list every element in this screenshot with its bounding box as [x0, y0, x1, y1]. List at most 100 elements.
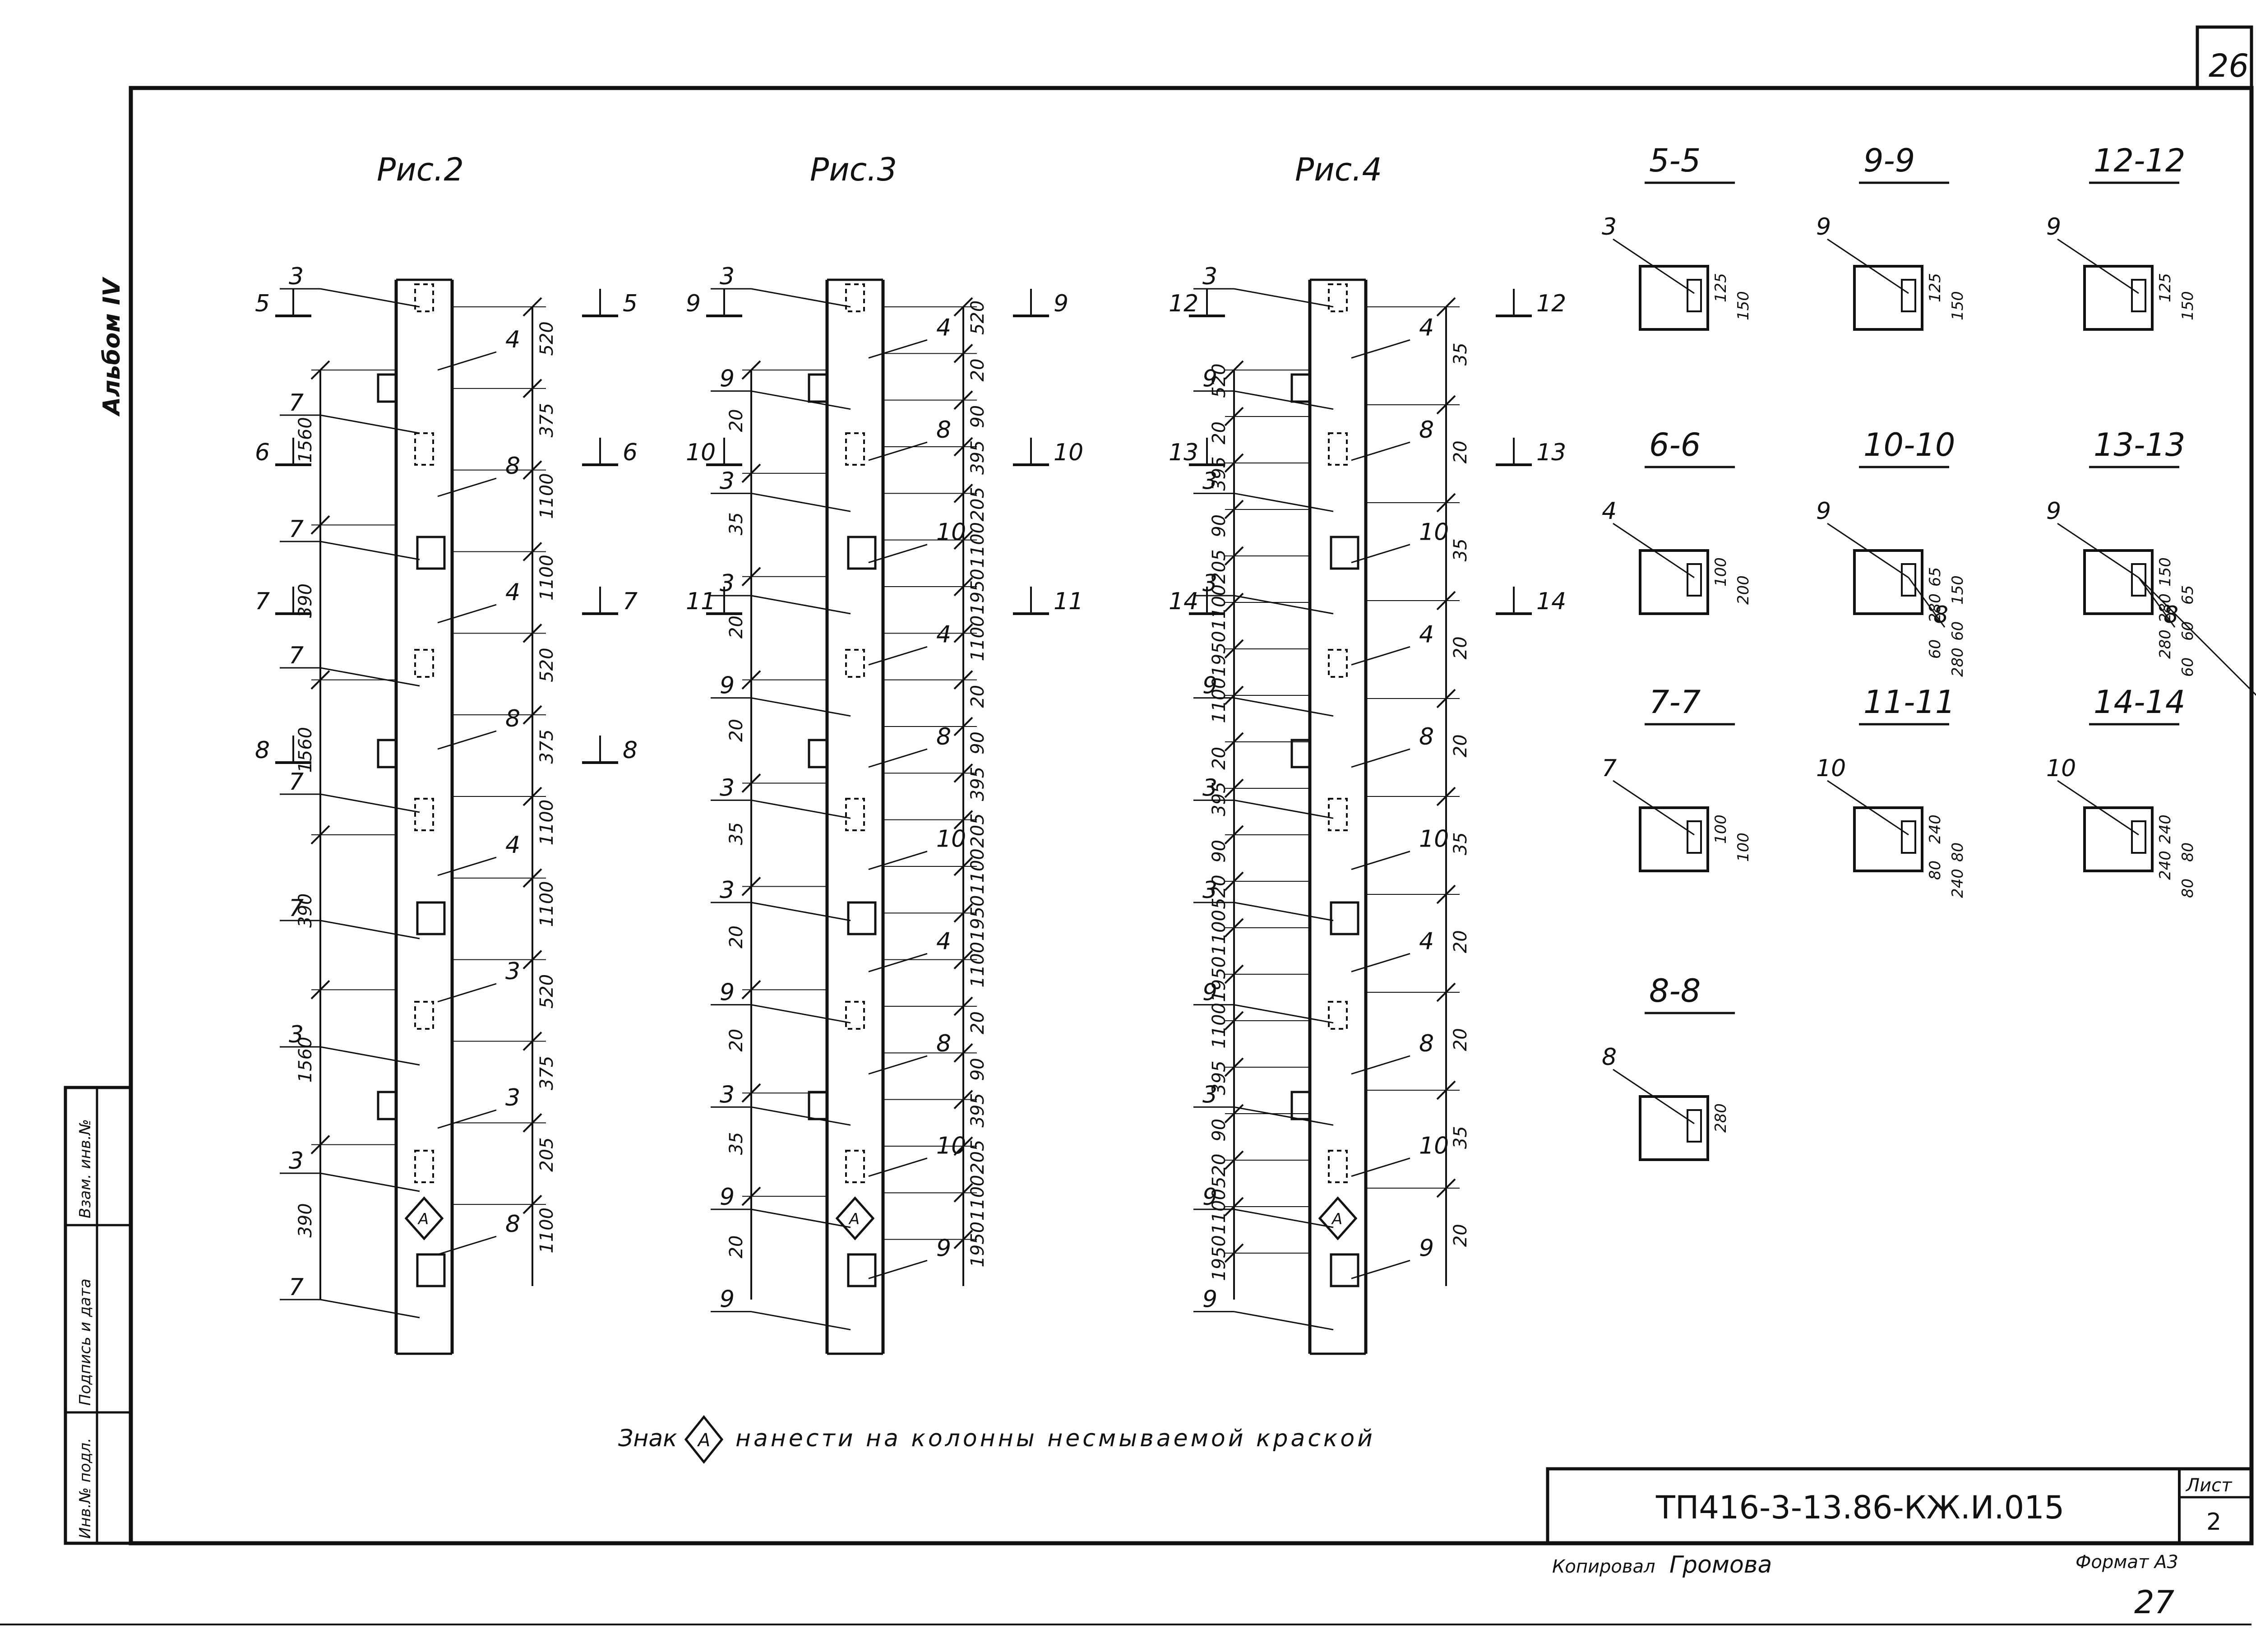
section-dimension: 150 — [2179, 291, 2197, 320]
section-dimension: 60 — [1926, 639, 1944, 659]
section-mark: 10 — [2046, 755, 2076, 782]
section-title: 6-6 — [1649, 426, 1701, 463]
fig2-title: Рис.2 — [377, 151, 464, 188]
section-dimension: 200 — [1734, 575, 1752, 605]
section-dimension: 100 — [1712, 557, 1730, 587]
position-mark: 4 — [936, 621, 951, 648]
section-embedded-part — [2131, 820, 2146, 854]
leader-line — [868, 441, 928, 461]
console — [1290, 373, 1311, 403]
leader-line — [868, 1055, 928, 1075]
dimension-value: 205 — [1209, 549, 1230, 583]
section-embedded-part — [1901, 279, 1916, 312]
dimension-value: 1100 — [536, 1208, 557, 1254]
embedded-part-dashed — [1328, 432, 1348, 466]
position-mark: 10 — [936, 519, 966, 546]
position-mark: 3 — [505, 1084, 520, 1111]
section-leader — [2138, 577, 2176, 628]
position-mark: 9 — [720, 979, 735, 1006]
position-mark: 10 — [936, 1133, 966, 1160]
position-mark: 3 — [1202, 263, 1217, 290]
section-dimension: 240 — [1949, 869, 1967, 898]
stamp-label-3: Взам. инв.№ — [76, 1119, 94, 1218]
dimension-value: 1100 — [536, 555, 557, 601]
album-label: Альбом IV — [98, 277, 125, 417]
dimension-value: 1100 — [1209, 584, 1230, 630]
embedded-part-dashed — [1328, 798, 1348, 831]
leader-line — [751, 799, 851, 819]
section-label: 14 — [1536, 588, 1566, 615]
leader-line — [437, 477, 497, 497]
dimension-value: 375 — [536, 403, 557, 437]
column-figure-3: 5202090395205110019501100209039520511001… — [686, 263, 1083, 1355]
section-label: 9 — [686, 290, 701, 317]
position-mark: 9 — [1202, 366, 1217, 393]
position-mark: 8 — [936, 416, 951, 444]
section-dimension: 80 — [2179, 842, 2197, 862]
dimension-value: 205 — [536, 1137, 557, 1171]
section-outline — [1853, 549, 1923, 615]
dimension-value: 1100 — [1209, 677, 1230, 723]
dimension-value: 1950 — [1209, 1235, 1230, 1281]
section-outline — [1639, 549, 1709, 615]
dimension-value: 1100 — [967, 615, 988, 662]
dimension-value: 20 — [726, 1029, 747, 1052]
section-label: 11 — [1054, 588, 1083, 615]
section-dimension: 65 — [2179, 585, 2197, 605]
embedded-part-dashed — [845, 798, 865, 831]
section-label: 13 — [1536, 439, 1566, 466]
leader-line — [1351, 544, 1410, 564]
mark-a-diamond — [1318, 1196, 1358, 1240]
embedded-plate — [416, 901, 446, 935]
position-mark: 3 — [1202, 467, 1217, 495]
section-label: 12 — [1536, 290, 1566, 317]
embedded-plate — [1330, 901, 1359, 935]
section-leader — [1827, 780, 1909, 836]
section-outline — [1853, 806, 1923, 872]
section-title: 9-9 — [1863, 142, 1915, 179]
section-leader — [1827, 523, 1909, 578]
embedded-part-dashed — [414, 1150, 434, 1183]
leader-line — [1351, 1055, 1410, 1075]
position-mark: 9 — [1202, 979, 1217, 1006]
console — [808, 373, 828, 403]
section-leader — [1908, 577, 1946, 628]
position-mark: 9 — [1202, 1286, 1217, 1313]
section-outline — [1639, 1095, 1709, 1161]
leader-line — [751, 288, 851, 308]
section-leader — [1613, 523, 1695, 578]
leader-line — [320, 1046, 420, 1066]
dimension-value: 20 — [967, 685, 988, 708]
dimension-value: 1560 — [295, 417, 316, 463]
dimension-value: 20 — [1450, 636, 1471, 659]
position-mark: 4 — [936, 314, 951, 341]
dimension-value: 35 — [1450, 342, 1471, 366]
position-mark: 9 — [720, 1184, 735, 1211]
dimension-value: 20 — [967, 358, 988, 381]
leader-line — [868, 544, 928, 564]
dimension-value: 375 — [536, 729, 557, 764]
position-mark: 10 — [1419, 826, 1449, 853]
leader-line — [1351, 851, 1410, 870]
dimension-value: 395 — [1209, 1060, 1230, 1095]
dimension-value: 20 — [1450, 440, 1471, 463]
position-mark: 4 — [1419, 928, 1434, 955]
section-embedded-part — [1687, 563, 1702, 597]
embedded-part-dashed — [1328, 1001, 1348, 1030]
note-prefix: Знак — [618, 1425, 677, 1452]
leader-line — [868, 339, 928, 359]
position-mark: 9 — [720, 672, 735, 699]
dimension-value: 1100 — [967, 522, 988, 568]
section-dimension: 80 — [1926, 861, 1944, 880]
console — [377, 739, 398, 768]
embedded-plate — [847, 1253, 877, 1287]
position-mark: 4 — [1419, 621, 1434, 648]
leader-line — [320, 1299, 420, 1319]
dimension-value: 90 — [967, 731, 988, 754]
position-mark: 3 — [720, 263, 735, 290]
leader-line — [751, 902, 851, 921]
embedded-plate — [847, 901, 877, 935]
section-label: 5 — [255, 290, 270, 317]
section-title: 8-8 — [1649, 972, 1701, 1009]
